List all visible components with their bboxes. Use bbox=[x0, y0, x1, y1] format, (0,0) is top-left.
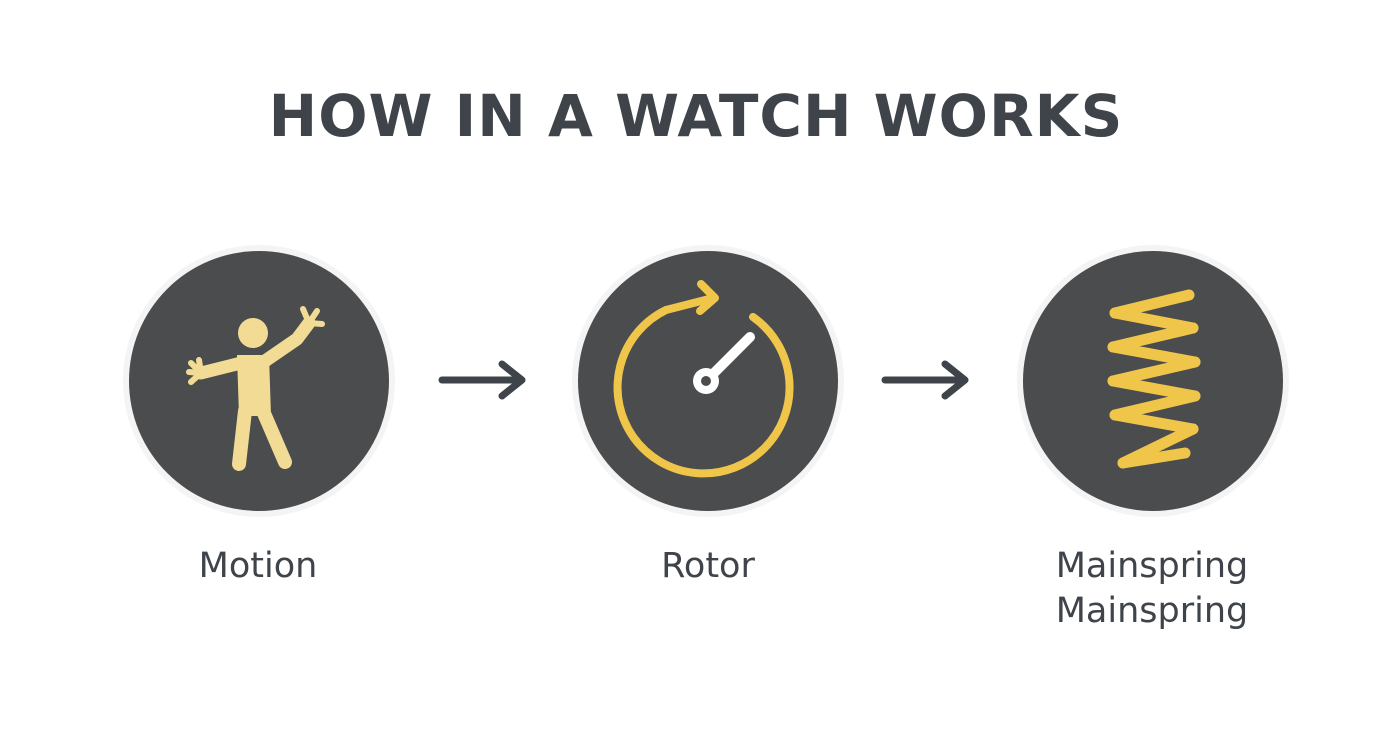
diagram-title: HOW IN A WATCH WORKS bbox=[268, 82, 1124, 150]
step-label-mainspring: Mainspring Mainspring bbox=[1055, 546, 1249, 631]
arrow-right-icon bbox=[881, 360, 969, 400]
spring-icon bbox=[1107, 289, 1201, 469]
rotor-icon bbox=[613, 280, 794, 478]
arrow-right-icon bbox=[438, 360, 526, 400]
step-motion-circle bbox=[129, 251, 389, 511]
step-label-rotor: Rotor bbox=[661, 546, 755, 586]
step-label-motion: Motion bbox=[198, 546, 318, 586]
step-mainspring-circle bbox=[1023, 251, 1283, 511]
person-waving-icon bbox=[186, 306, 325, 471]
step-rotor-circle bbox=[578, 251, 838, 511]
